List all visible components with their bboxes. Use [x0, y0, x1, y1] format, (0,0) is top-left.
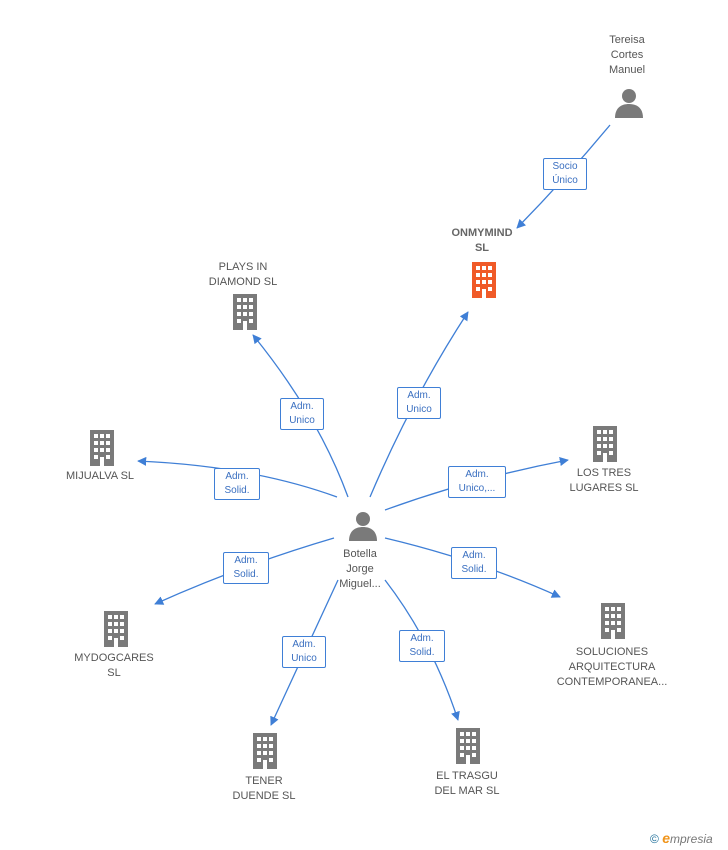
node-label-botella[interactable]: Botella Jorge Miguel... — [339, 548, 381, 590]
node-label-lostres[interactable]: LOS TRES LUGARES SL — [569, 467, 639, 494]
building-icon-onmymind — [472, 262, 496, 298]
edge-label-adm-unico-onmymind: Adm. Unico — [397, 387, 441, 419]
node-label-onmymind[interactable]: ONMYMIND SL — [451, 227, 513, 254]
edge-label-socio-unico: Socio Único — [543, 158, 587, 190]
node-label-mydogcares[interactable]: MYDOGCARES SL — [74, 652, 154, 679]
empresia-logo-e: e — [662, 830, 670, 846]
building-icon-lostres — [593, 426, 617, 462]
person-icon-botella — [349, 512, 377, 541]
empresia-logo-text: mpresia — [669, 832, 713, 846]
node-label-mijualva[interactable]: MIJUALVA SL — [65, 470, 135, 482]
node-label-trasgu[interactable]: EL TRASGU DEL MAR SL — [434, 770, 500, 797]
copyright-symbol: © — [650, 832, 659, 846]
node-label-tereisa[interactable]: Tereisa Cortes Manuel — [608, 34, 646, 76]
edge-label-adm-solid-soluciones: Adm. Solid. — [451, 547, 497, 579]
building-icon-soluciones — [601, 603, 625, 639]
building-icon-mydogcares — [104, 611, 128, 647]
empresia-logo[interactable]: © empresia — [650, 830, 713, 846]
node-label-soluciones[interactable]: SOLUCIONES ARQUITECTURA CONTEMPORANEA... — [556, 646, 668, 688]
building-icon-trasgu — [456, 728, 480, 764]
edge-label-adm-solid-mijualva: Adm. Solid. — [214, 468, 260, 500]
edge-label-adm-unico-plays: Adm. Unico — [280, 398, 324, 430]
person-icon-tereisa — [615, 89, 643, 118]
edge-label-adm-solid-trasgu: Adm. Solid. — [399, 630, 445, 662]
building-icon-plays — [233, 294, 257, 330]
building-icon-tener — [253, 733, 277, 769]
building-icon-mijualva — [90, 430, 114, 466]
edge-label-adm-unico-tener: Adm. Unico — [282, 636, 326, 668]
edge-label-adm-solid-mydogcares: Adm. Solid. — [223, 552, 269, 584]
node-label-plays[interactable]: PLAYS IN DIAMOND SL — [208, 261, 278, 288]
node-label-tener[interactable]: TENER DUENDE SL — [232, 775, 296, 802]
edge-label-adm-unico-lostres: Adm. Unico,... — [448, 466, 506, 498]
